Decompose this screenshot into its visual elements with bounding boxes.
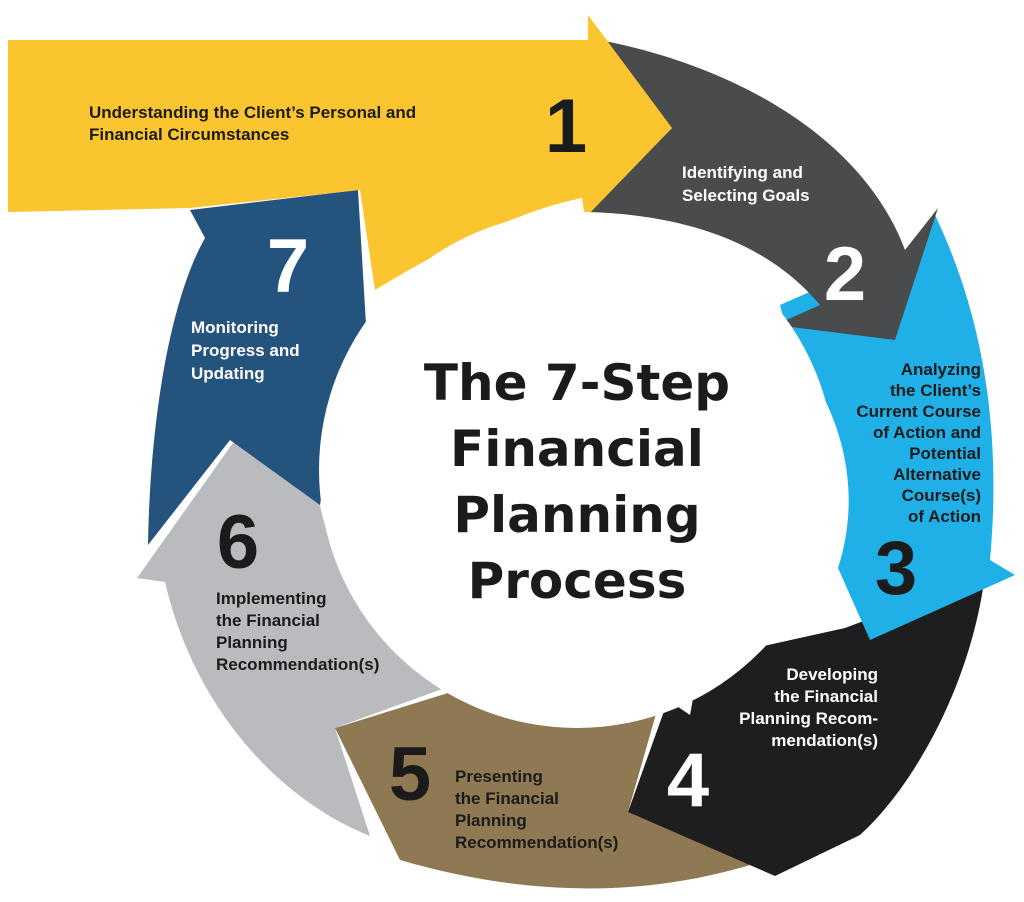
step-4-label-line: the Financial — [774, 687, 878, 706]
step-3-label-line: Course(s) — [902, 486, 981, 505]
step-3-label-line: Alternative — [893, 465, 981, 484]
diagram-title-line: Planning — [453, 486, 700, 544]
step-7-label-line: Progress and — [191, 341, 300, 360]
step-5-label-line: Presenting — [455, 767, 543, 786]
step-2-number: 2 — [824, 232, 866, 317]
step-7-label-line: Updating — [191, 364, 265, 383]
step-5-label-line: the Financial — [455, 789, 559, 808]
step-1-number: 1 — [545, 84, 587, 169]
step-5-label-line: Planning — [455, 811, 527, 830]
step-6-label-line: Implementing — [216, 589, 327, 608]
step-6-arrow — [137, 440, 445, 836]
step-3-label-line: Current Course — [856, 402, 981, 421]
step-6-label-line: Planning — [216, 633, 288, 652]
step-3-label-line: the Client’s — [890, 381, 981, 400]
center-circle — [319, 212, 835, 728]
step-1-label-line: Understanding the Client’s Personal and — [89, 103, 416, 122]
step-1-label-line: Financial Circumstances — [89, 125, 289, 144]
step-5-number: 5 — [389, 732, 431, 817]
diagram-title-line: Financial — [450, 420, 704, 478]
step-4-label-line: Planning Recom- — [739, 709, 878, 728]
step-1-arrow — [8, 15, 672, 290]
step-4-number: 4 — [667, 738, 709, 823]
step-7-label-line: Monitoring — [191, 318, 279, 337]
step-3-label-line: of Action — [908, 507, 981, 526]
diagram-title-line: The 7-Step — [424, 354, 730, 412]
step-6-label-line: the Financial — [216, 611, 320, 630]
diagram-title-line: Process — [468, 552, 687, 610]
step-3-label-line: Potential — [909, 444, 981, 463]
step-2-label-line: Identifying and — [682, 163, 803, 182]
step-3-label-line: Analyzing — [901, 360, 981, 379]
step-6-number: 6 — [217, 500, 259, 585]
step-6-label-line: Recommendation(s) — [216, 655, 379, 674]
step-4-arrow — [628, 575, 985, 876]
step-2-arrow — [588, 38, 938, 340]
step-5-label-line: Recommendation(s) — [455, 833, 618, 852]
step-4-label-line: Developing — [786, 665, 878, 684]
step-7-number: 7 — [267, 224, 309, 309]
step-2-label-line: Selecting Goals — [682, 186, 810, 205]
step-3-number: 3 — [875, 526, 917, 611]
step-5-arrow — [335, 680, 760, 889]
step-3-label-line: of Action and — [873, 423, 981, 442]
step-4-label-line: mendation(s) — [771, 731, 878, 750]
step-7-arrow — [148, 190, 368, 545]
